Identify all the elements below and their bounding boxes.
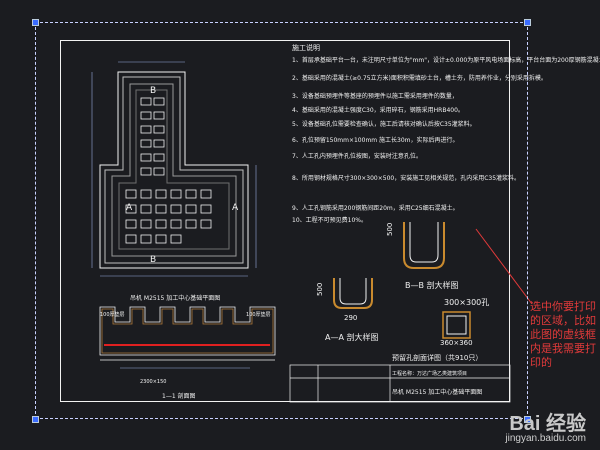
plan-inner-outline-3 bbox=[118, 89, 230, 250]
watermark-url: jingyan.baidu.com bbox=[505, 433, 586, 444]
grip-handle-bottom-left[interactable] bbox=[32, 416, 39, 423]
plan-label-b-top: B bbox=[150, 86, 156, 96]
lower-dim-mid: 2300×150 bbox=[140, 379, 166, 385]
note-7: 7、人工孔内预埋件孔位按图，安装时注意孔位。 bbox=[292, 152, 422, 160]
grip-handle-top-left[interactable] bbox=[32, 19, 39, 26]
plan-inner-outline bbox=[104, 76, 244, 264]
note-6: 6、孔位预留150mm×100mm 施工长30m，实际后再进行。 bbox=[292, 136, 459, 144]
note-5: 5、设备基础孔位需要检查确认，施工后请核对确认后按C35灌浆料。 bbox=[292, 120, 476, 128]
annotation-pointer-line bbox=[475, 228, 533, 305]
dim-500-b: 500 bbox=[386, 223, 394, 236]
dim-360x360: 360×360 bbox=[440, 339, 473, 347]
lower-section-title: 1—1 剖面图 bbox=[162, 392, 196, 400]
lower-dim-left: 100厚垫层 bbox=[100, 311, 125, 318]
foundation-plan bbox=[91, 61, 257, 277]
note-4: 4、基础采用的混凝土强度C30，采用碎石，钢筋采用HRB400。 bbox=[292, 106, 464, 114]
plan-inner-outline-2 bbox=[111, 83, 237, 257]
watermark: Bai 经验 jingyan.baidu.com bbox=[505, 407, 586, 444]
watermark-brand: Bai 经验 bbox=[509, 413, 586, 435]
note-10: 10、工程不可预见费10%。 bbox=[292, 216, 367, 224]
title-block bbox=[289, 364, 511, 403]
lower-dim-right: 100厚垫层 bbox=[246, 311, 271, 318]
grip-handle-top-right[interactable] bbox=[524, 19, 531, 26]
plan-label-b-bottom: B bbox=[150, 255, 156, 265]
dim-290: 290 bbox=[344, 314, 357, 322]
grip-handle-bottom-right[interactable] bbox=[524, 416, 531, 423]
detail-bb-label: B—B 剖大样图 bbox=[405, 280, 459, 290]
detail-bb bbox=[403, 222, 445, 269]
drawing-sheet-frame bbox=[60, 40, 510, 402]
section-1-1 bbox=[99, 306, 276, 369]
detail-aa bbox=[333, 278, 471, 339]
construction-notes: 施工说明 1、首层承基础平台一台，未注明尺寸单位为"mm"，设计±0.000为原… bbox=[292, 43, 600, 224]
notes-title: 施工说明 bbox=[292, 43, 320, 52]
dim-300x300: 300×300孔 bbox=[444, 298, 489, 307]
note-8: 8、所用钢材规格尺寸300×300×500，安装施工见相关规范，孔内采用C35灌… bbox=[292, 174, 520, 182]
plan-label-a-right: A bbox=[232, 203, 239, 213]
title-block-name: 吊机 M2515 加工中心基础平面图 bbox=[392, 388, 482, 396]
annotation-text: 选中你要打印的区域，比如此图的虚线框内是我需要打印的 bbox=[530, 300, 596, 369]
note-9: 9、人工孔钢筋采用200钢筋间距20m，采用C25细石混凝土。 bbox=[292, 204, 459, 212]
note-2: 2、基础采用的混凝土(≥0.75立方米)面积积需填砂土台，槽土夯，防用养作业，分… bbox=[292, 74, 547, 82]
plan-label-a-left: A bbox=[126, 203, 133, 213]
detail-aa-label: A—A 剖大样图 bbox=[325, 332, 379, 342]
print-selection-window[interactable] bbox=[35, 22, 528, 419]
dim-500-a: 500 bbox=[316, 283, 324, 296]
lower-section-label: 吊机 M2515 加工中心基础平面图 bbox=[130, 294, 220, 302]
note-3: 3、设备基础预埋件等基座的预埋件以施工需采用埋件的数量， bbox=[292, 92, 458, 100]
plan-outer-outline bbox=[99, 71, 249, 269]
note-1: 1、首层承基础平台一台，未注明尺寸单位为"mm"，设计±0.000为原平风电场面… bbox=[292, 56, 600, 64]
section-title: 预留孔剖面详图（共910只） bbox=[392, 353, 482, 362]
title-block-project: 工程名称：万达广场乙类建筑项目 bbox=[392, 370, 467, 377]
